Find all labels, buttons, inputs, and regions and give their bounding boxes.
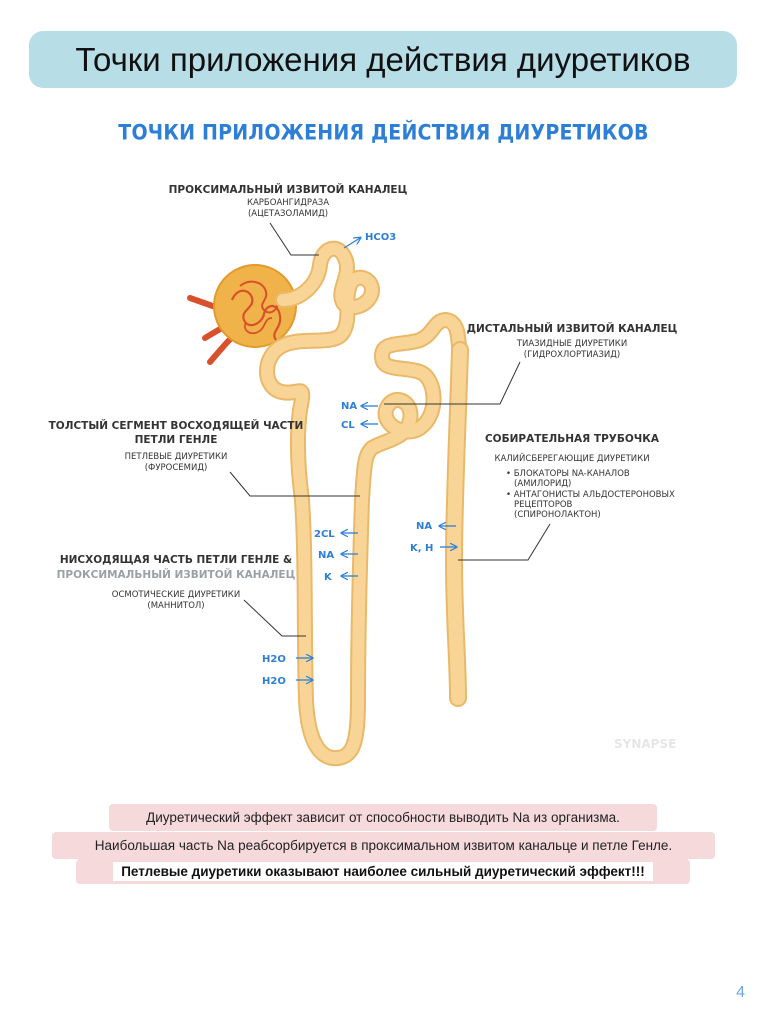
ion-h2o-1: H2O bbox=[262, 654, 286, 665]
proximal-pointer-line bbox=[270, 223, 319, 255]
thick-segment-label: ТОЛСТЫЙ СЕГМЕНТ ВОСХОДЯЩЕЙ ЧАСТИ ПЕТЛИ Г… bbox=[49, 419, 360, 496]
ion-2cl-loop: 2CL bbox=[314, 529, 335, 540]
ion-hco3: HCO3 bbox=[365, 232, 396, 243]
descending-pointer-line bbox=[244, 600, 306, 636]
page-number: 4 bbox=[736, 984, 745, 1002]
collecting-pointer-line bbox=[458, 524, 550, 560]
ion-kh-collecting: K, H bbox=[410, 543, 433, 554]
descending-heading1: НИСХОДЯЩАЯ ЧАСТЬ ПЕТЛИ ГЕНЛЕ & bbox=[60, 554, 292, 566]
collecting-line2: • БЛОКАТОРЫ NA-КАНАЛОВ bbox=[506, 469, 630, 479]
thick-line1: ПЕТЛЕВЫЕ ДИУРЕТИКИ bbox=[125, 452, 228, 462]
collecting-label: СОБИРАТЕЛЬНАЯ ТРУБОЧКА КАЛИЙСБЕРЕГАЮЩИЕ … bbox=[458, 433, 675, 560]
note-line-2: Наибольшая часть Na реабсорбируется в пр… bbox=[52, 832, 715, 859]
ion-na-distal: NA bbox=[341, 401, 357, 412]
thick-heading1: ТОЛСТЫЙ СЕГМЕНТ ВОСХОДЯЩЕЙ ЧАСТИ bbox=[49, 419, 304, 432]
note-line-3: Петлевые диуретики оказывают наиболее си… bbox=[113, 862, 653, 881]
tubule bbox=[267, 249, 460, 759]
ion-k-loop: K bbox=[324, 572, 333, 583]
descending-line1: ОСМОТИЧЕСКИЕ ДИУРЕТИКИ bbox=[112, 590, 240, 600]
ion-na-loop: NA bbox=[318, 550, 334, 561]
thick-heading2: ПЕТЛИ ГЕНЛЕ bbox=[135, 434, 218, 446]
descending-line2: (МАННИТОЛ) bbox=[147, 601, 204, 611]
collecting-line5: РЕЦЕПТОРОВ bbox=[514, 500, 573, 510]
descending-heading2: ПРОКСИМАЛЬНЫЙ ИЗВИТОЙ КАНАЛЕЦ bbox=[57, 568, 296, 581]
proximal-label: ПРОКСИМАЛЬНЫЙ ИЗВИТОЙ КАНАЛЕЦ КАРБОАНГИД… bbox=[169, 183, 408, 255]
proximal-line2: (АЦЕТАЗОЛАМИД) bbox=[248, 209, 328, 219]
collecting-heading: СОБИРАТЕЛЬНАЯ ТРУБОЧКА bbox=[485, 433, 660, 445]
distal-line2: (ГИДРОХЛОРТИАЗИД) bbox=[524, 350, 620, 360]
distal-line1: ТИАЗИДНЫЕ ДИУРЕТИКИ bbox=[516, 339, 627, 349]
distal-heading: ДИСТАЛЬНЫЙ ИЗВИТОЙ КАНАЛЕЦ bbox=[467, 322, 678, 335]
note-line-3-box: Петлевые диуретики оказывают наиболее си… bbox=[76, 859, 690, 884]
nephron-diagram: ПРОКСИМАЛЬНЫЙ ИЗВИТОЙ КАНАЛЕЦ КАРБОАНГИД… bbox=[0, 0, 767, 800]
descending-label: НИСХОДЯЩАЯ ЧАСТЬ ПЕТЛИ ГЕНЛЕ & ПРОКСИМАЛ… bbox=[57, 554, 306, 636]
collecting-line1: КАЛИЙСБЕРЕГАЮЩИЕ ДИУРЕТИКИ bbox=[494, 452, 649, 464]
ion-na-collecting: NA bbox=[416, 521, 432, 532]
collecting-line3: (АМИЛОРИД) bbox=[514, 479, 571, 489]
note-line-1: Диуретический эффект зависит от способно… bbox=[109, 804, 657, 831]
ion-h2o-2: H2O bbox=[262, 676, 286, 687]
collecting-line6: (СПИРОНОЛАКТОН) bbox=[514, 510, 601, 520]
thick-line2: (ФУРОСЕМИД) bbox=[145, 463, 208, 473]
arrow-hco3 bbox=[344, 238, 360, 248]
proximal-heading: ПРОКСИМАЛЬНЫЙ ИЗВИТОЙ КАНАЛЕЦ bbox=[169, 183, 408, 196]
collecting-line4: • АНТАГОНИСТЫ АЛЬДОСТЕРОНОВЫХ bbox=[506, 490, 675, 500]
proximal-line1: КАРБОАНГИДРАЗА bbox=[247, 198, 329, 208]
ion-cl-distal: CL bbox=[341, 420, 355, 431]
watermark: SYNAPSE bbox=[614, 737, 676, 751]
